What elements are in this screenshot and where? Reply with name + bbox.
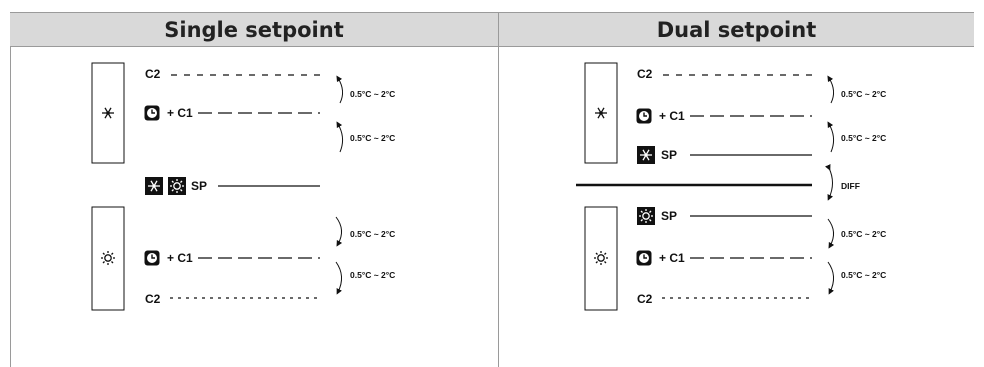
cooling-zone-box [91,62,125,164]
dual-range-4: 0.5°C ~ 2°C [841,270,886,280]
dual-range-arrow-1 [827,75,835,104]
single-range-1: 0.5°C ~ 2°C [350,89,395,99]
diff-arrow [825,164,833,201]
dual-heat-c1-label: + C1 [659,251,685,265]
single-range-arrow-1 [336,75,344,104]
snowflake-icon [101,107,115,119]
dual-setpoint-header: Dual setpoint [498,12,974,47]
clock-icon [635,249,653,267]
sun-icon [100,250,116,266]
dual-cool-sp-label: SP [661,148,677,162]
clock-icon [635,107,653,125]
dual-range-arrow-2 [827,121,835,153]
single-range-3: 0.5°C ~ 2°C [350,229,395,239]
single-heat-c2-label: C2 [145,292,161,306]
center-divider [498,47,499,367]
heating-mode-icon [167,176,187,196]
dual-range-arrow-3 [827,218,835,249]
single-range-2: 0.5°C ~ 2°C [350,133,395,143]
dual-setpoint-title: Dual setpoint [656,17,817,42]
dual-range-1: 0.5°C ~ 2°C [841,89,886,99]
cooling-mode-icon [144,176,164,196]
dual-heat-sp-label: SP [661,209,677,223]
dual-cool-c1-label: + C1 [659,109,685,123]
sun-icon [593,250,609,266]
dual-range-arrow-4 [827,261,835,295]
heating-mode-icon [636,206,656,226]
single-setpoint-title: Single setpoint [164,17,344,42]
dual-range-2: 0.5°C ~ 2°C [841,133,886,143]
cooling-mode-icon [636,145,656,165]
single-setpoint-header: Single setpoint [10,12,498,47]
dual-setpoint-diagram: C2 0.5°C ~ 2°C + C1 0.5°C ~ 2°C SP DIFF … [576,62,886,311]
snowflake-icon [594,107,608,119]
dual-cool-c2-label: C2 [637,67,653,81]
cooling-zone-box [584,62,618,164]
single-cool-c1-label: + C1 [167,106,193,120]
dual-range-3: 0.5°C ~ 2°C [841,229,886,239]
single-range-4: 0.5°C ~ 2°C [350,270,395,280]
single-range-arrow-2 [336,121,344,153]
left-border [10,47,11,367]
dual-diff-label: DIFF [841,181,860,191]
single-heat-c1-label: + C1 [167,251,193,265]
clock-icon [143,249,161,267]
dual-heat-c2-label: C2 [637,292,653,306]
single-sp-label: SP [191,179,207,193]
single-range-arrow-3 [335,216,343,247]
single-cool-c2-label: C2 [145,67,161,81]
single-setpoint-diagram: C2 + C1 0.5°C ~ 2°C 0.5°C ~ 2°C SP 0.5°C… [91,62,395,311]
heating-zone-box [91,206,125,311]
single-range-arrow-4 [335,261,343,295]
heating-zone-box [584,206,618,311]
clock-icon [143,104,161,122]
